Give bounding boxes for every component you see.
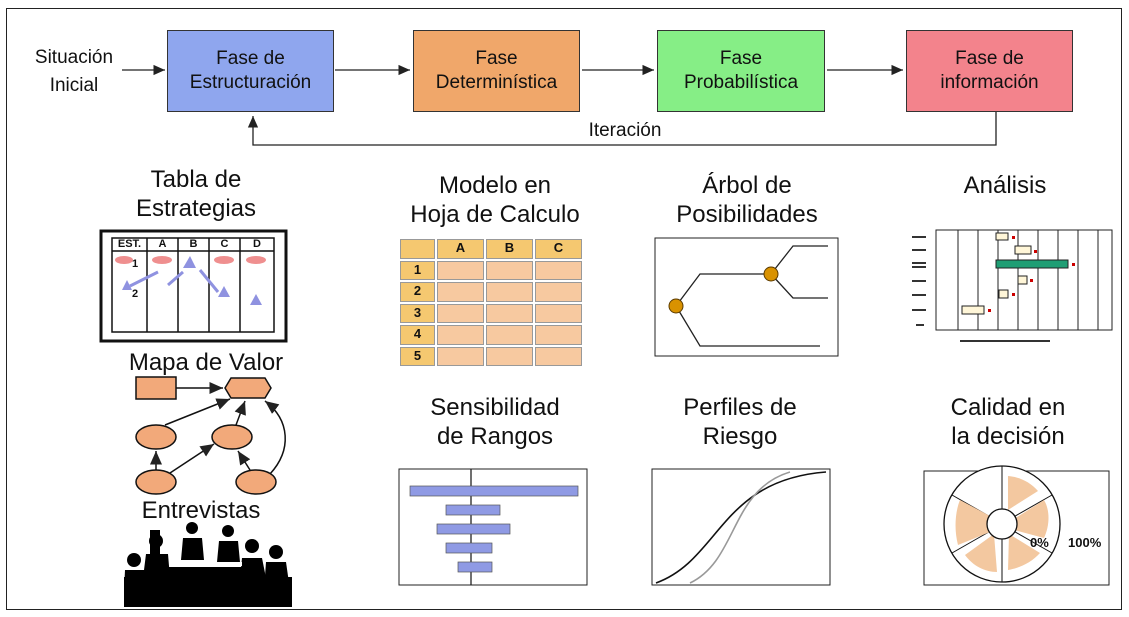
heading-line-1: Sensibilidad [430, 394, 560, 421]
heading-line-1: Calidad en [950, 394, 1066, 421]
heading-line-2: la decisión [951, 423, 1065, 450]
spreadsheet-col-header: C [535, 239, 582, 259]
phase-line-2: información [940, 72, 1039, 93]
risk-profile-icon [651, 468, 831, 586]
phase-line-2: Determinística [435, 72, 558, 93]
phase-deterministica: Fase Determinística [413, 30, 580, 112]
strategy-table-icon [99, 229, 288, 343]
heading-entrevistas: Entrevistas [141, 497, 261, 524]
heading-line-1: Tabla de [150, 166, 242, 193]
phase-line-1: Fase de [216, 48, 285, 69]
heading-line-1: Árbol de [702, 172, 792, 199]
spreadsheet-row-header: 3 [400, 303, 435, 323]
spreadsheet-cell [535, 282, 582, 302]
spreadsheet-corner [400, 239, 435, 259]
spreadsheet-cell [486, 303, 533, 323]
spreadsheet-cell [437, 282, 484, 302]
spreadsheet-cell [437, 303, 484, 323]
spreadsheet-cell [535, 260, 582, 280]
phase-estructuracion: Fase de Estructuración [167, 30, 334, 112]
phase-line-1: Fase [719, 48, 763, 69]
heading-modelo-hoja: Modelo en Hoja de Calculo [375, 171, 615, 229]
spreadsheet-grid: A B C 1 2 3 4 5 [400, 239, 590, 366]
spreadsheet-row-header: 1 [400, 260, 435, 280]
phase-line-1: Fase de [955, 48, 1024, 69]
strategy-col-c: C [220, 238, 229, 250]
spreadsheet-cell [437, 325, 484, 345]
spreadsheet-cell [437, 260, 484, 280]
heading-line-2: Hoja de Calculo [410, 201, 580, 228]
decision-quality-icon [923, 465, 1110, 586]
spreadsheet-cell [437, 346, 484, 366]
start-situation-label: Situación Inicial [24, 44, 124, 100]
spreadsheet-cell [486, 260, 533, 280]
analysis-chart-icon [912, 229, 1113, 342]
spreadsheet-cell [486, 325, 533, 345]
phase-line-2: Probabilística [683, 72, 799, 93]
heading-analisis: Análisis [963, 172, 1047, 199]
spreadsheet-row-header: 2 [400, 282, 435, 302]
heading-line-2: Riesgo [702, 423, 778, 450]
value-map-icon [135, 376, 286, 495]
strategy-col-b: B [189, 238, 198, 250]
phase-informacion: Fase de información [906, 30, 1073, 112]
spreadsheet-cell [486, 346, 533, 366]
heading-arbol-posibilidades: Árbol de Posibilidades [642, 171, 852, 229]
heading-line-1: Modelo en [438, 172, 552, 199]
iteration-loop [247, 112, 997, 146]
heading-line-2: Estrategias [135, 195, 257, 222]
strategy-row-1: 1 [132, 258, 139, 270]
strategy-col-d: D [253, 238, 261, 250]
heading-calidad-decision: Calidad en la decisión [908, 393, 1108, 451]
spreadsheet-cell [486, 282, 533, 302]
spreadsheet-cell [535, 325, 582, 345]
spreadsheet-row-header: 4 [400, 325, 435, 345]
spreadsheet-col-header: A [437, 239, 484, 259]
heading-line-2: de Rangos [436, 423, 554, 450]
spreadsheet-cell [535, 303, 582, 323]
decision-tree-icon [654, 237, 839, 357]
people-meeting-icon [124, 522, 292, 607]
phase-line-1: Fase [475, 48, 518, 69]
spreadsheet-cell [535, 346, 582, 366]
strategy-row-2: 2 [132, 288, 139, 300]
quality-label-100: 100% [1068, 535, 1102, 550]
strategy-col-a: A [158, 238, 167, 250]
heading-tabla-estrategias: Tabla de Estrategias [96, 165, 296, 223]
spreadsheet-row-header: 5 [400, 346, 435, 366]
diagram-frame [6, 8, 1122, 610]
heading-perfiles-riesgo: Perfiles de Riesgo [640, 393, 840, 451]
spreadsheet-col-header: B [486, 239, 533, 259]
iteration-label: Iteración [588, 120, 662, 141]
heading-line-1: Perfiles de [683, 394, 797, 421]
phase-line-2: Estructuración [189, 72, 312, 93]
quality-label-0: 0% [1030, 535, 1049, 550]
start-line-2: Inicial [49, 75, 99, 96]
start-line-1: Situación [34, 47, 114, 68]
heading-line-2: Posibilidades [676, 201, 818, 228]
tornado-chart-icon [398, 468, 588, 586]
phase-probabilistica: Fase Probabilística [657, 30, 825, 112]
heading-mapa-valor: Mapa de Valor [128, 349, 284, 376]
strategy-col-est: EST. [117, 238, 142, 250]
heading-sensibilidad-rangos: Sensibilidad de Rangos [395, 393, 595, 451]
